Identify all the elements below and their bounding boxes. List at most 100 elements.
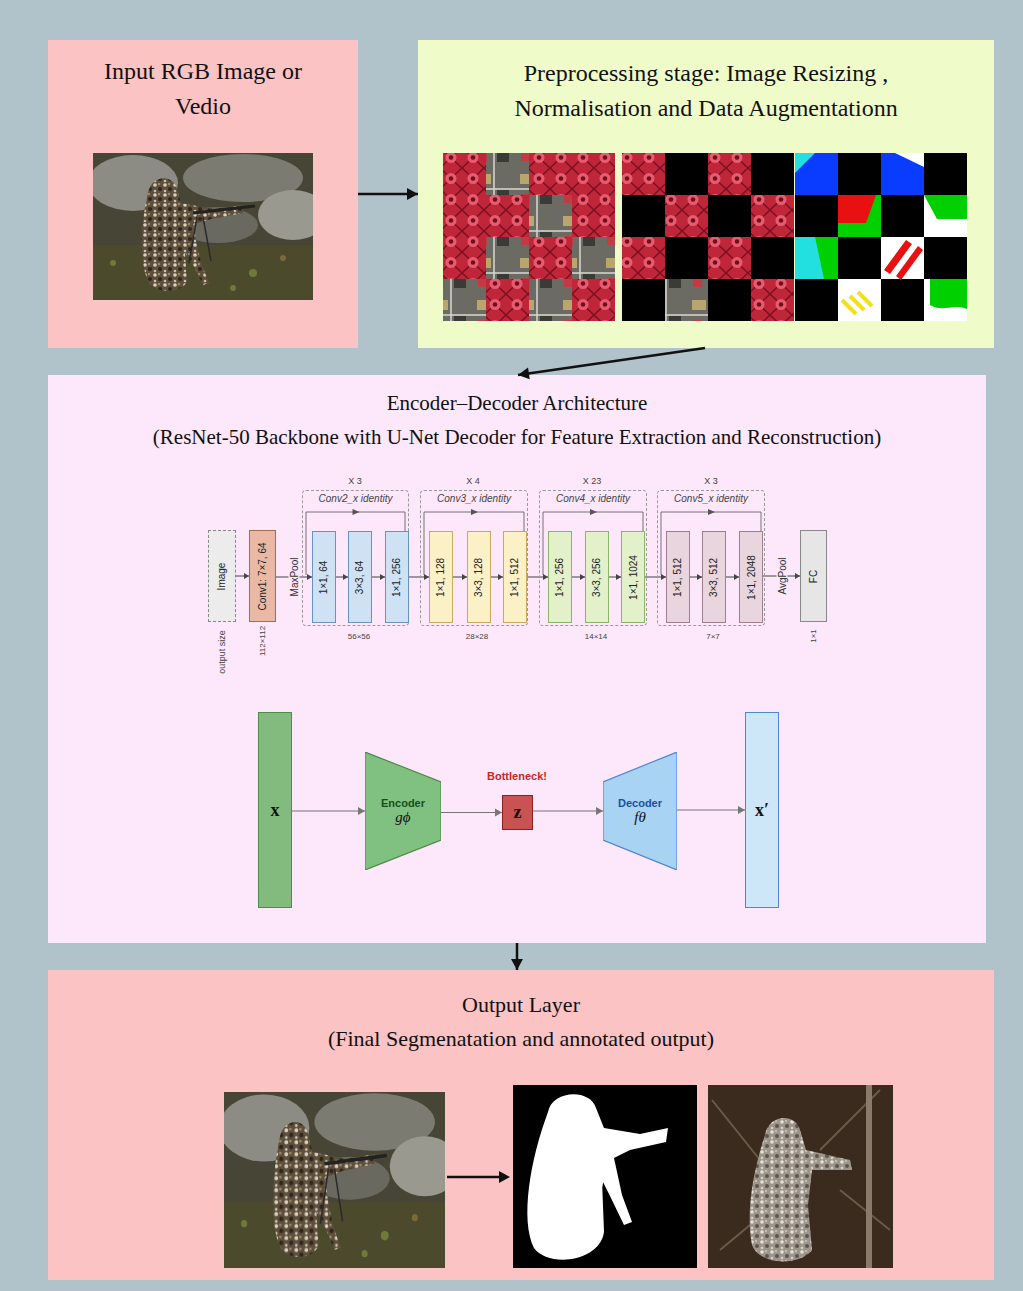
annotated-output-part bbox=[708, 1085, 893, 1268]
augmentation-grid-part bbox=[443, 279, 486, 321]
masked-grid-part bbox=[708, 279, 751, 321]
masked-grid-part bbox=[622, 237, 665, 279]
bottleneck-layer: 3×3, 128 bbox=[467, 531, 491, 623]
resnet-stage: Conv5_x identity1×1, 5123×3, 5121×1, 204… bbox=[657, 490, 765, 626]
panel-title: Output Layer bbox=[66, 988, 976, 1022]
input-panel: Input RGB Image or Vedio bbox=[48, 40, 358, 348]
masked-grid-part bbox=[665, 153, 708, 195]
annotated-output-part bbox=[866, 1085, 872, 1268]
layer-label: 1×1, 256 bbox=[392, 557, 403, 596]
output-vector: x′ bbox=[745, 712, 779, 908]
panel-title: (ResNet-50 Backbone with U-Net Decoder f… bbox=[62, 421, 972, 455]
bottleneck-layer: 1×1, 128 bbox=[429, 531, 453, 623]
annotated-output bbox=[708, 1085, 893, 1268]
augmentation-grid-part bbox=[572, 153, 615, 195]
panel-heading: Encoder–Decoder Architecture(ResNet-50 B… bbox=[48, 387, 986, 454]
connector-line bbox=[441, 812, 502, 813]
label-mask-grid-part bbox=[838, 279, 881, 321]
masked-grid-part bbox=[751, 237, 794, 279]
output-size: 7×7 bbox=[706, 632, 720, 641]
output-arrow bbox=[447, 1171, 510, 1183]
label-mask-grid-part bbox=[924, 195, 967, 237]
bottleneck-layer: 1×1, 256 bbox=[385, 531, 409, 623]
trapezoid-text: Decoderfθ bbox=[603, 752, 677, 870]
connector bbox=[236, 573, 249, 579]
masked-grid-part bbox=[665, 279, 708, 321]
augmentation-grid-part bbox=[529, 153, 572, 195]
layer-label: 1×1, 512 bbox=[673, 557, 684, 596]
panel-fills-part bbox=[48, 970, 994, 1280]
output-photo-part bbox=[219, 1092, 460, 1268]
resnet-stage: Conv4_x identity 1×1, 256 3×3, 256 1×1, 102… bbox=[539, 490, 647, 626]
arrowhead bbox=[738, 806, 745, 814]
panel-fills bbox=[48, 40, 994, 1280]
layer-label: 1×1, 64 bbox=[319, 560, 330, 594]
panel-title: Input RGB Image or Vedio bbox=[103, 54, 303, 124]
masked-grid-part bbox=[751, 195, 794, 237]
label-mask-grid-part bbox=[930, 279, 967, 309]
identity-arrowhead bbox=[708, 509, 715, 515]
label-mask-grid-part bbox=[924, 279, 967, 321]
repeat-count: X 3 bbox=[348, 476, 362, 486]
panel-heading: Preprocessing stage: Image Resizing , No… bbox=[418, 56, 994, 126]
layer-label: 1×1, 2048 bbox=[746, 555, 757, 600]
connector bbox=[453, 574, 467, 580]
trapezoid-text: Encodergϕ bbox=[365, 752, 441, 870]
panel-heading: Output Layer(Final Segmenatation and ann… bbox=[48, 988, 994, 1056]
arrowhead bbox=[407, 188, 418, 200]
stage-heading: Conv4_x identity bbox=[540, 493, 646, 504]
label-mask-grid-part bbox=[881, 153, 924, 195]
masked-grid-part bbox=[751, 153, 794, 195]
layer-label: 3×3, 128 bbox=[474, 557, 485, 596]
pooling-label: MaxPool bbox=[289, 556, 300, 599]
repeat-count: X 4 bbox=[466, 476, 480, 486]
vector-symbol: x bbox=[271, 800, 280, 821]
trapezoid-outline bbox=[365, 752, 441, 870]
output-size: 112×112 bbox=[258, 626, 267, 656]
label-mask-grid-part bbox=[795, 153, 815, 173]
connector bbox=[292, 807, 365, 815]
connector bbox=[409, 574, 429, 580]
layer-label: 1×1, 1024 bbox=[628, 555, 639, 600]
conv-layer: Conv1: 7×7, 64 bbox=[249, 530, 276, 622]
layer-label: FC bbox=[808, 569, 819, 582]
resnet-stage: Conv3_x identity1×1, 1283×3, 1281×1, 512 bbox=[420, 490, 528, 626]
panel-fills-part bbox=[48, 375, 986, 943]
identity-arrowhead bbox=[590, 509, 597, 515]
connector bbox=[372, 574, 385, 580]
masked-grid-part bbox=[622, 153, 665, 195]
output-panel: Output Layer(Final Segmenatation and ann… bbox=[48, 970, 994, 1280]
connector bbox=[572, 574, 585, 580]
repeat-count: X 23 bbox=[583, 476, 602, 486]
masked-grid-part bbox=[622, 279, 665, 321]
connector bbox=[533, 807, 603, 815]
label-mask-grid-part bbox=[924, 195, 967, 219]
bottleneck-layer: 1×1, 2048 bbox=[739, 531, 763, 623]
label-mask-grid-part bbox=[795, 153, 838, 195]
encoder-trapezoid: Encodergϕ bbox=[365, 752, 441, 870]
panel-fills-part bbox=[48, 40, 358, 348]
masked-grid-part bbox=[708, 195, 751, 237]
output-size-caption: output size bbox=[217, 630, 227, 674]
connector bbox=[511, 943, 523, 970]
augmentation-grid-part bbox=[443, 195, 486, 237]
connector bbox=[527, 574, 548, 580]
arrowhead bbox=[358, 807, 365, 815]
augmentation-grid-part bbox=[443, 153, 486, 195]
trapezoid-outline bbox=[603, 752, 677, 870]
connector bbox=[690, 574, 702, 580]
label-mask-grid-part bbox=[842, 292, 872, 314]
input-photo-part bbox=[88, 153, 328, 300]
identity-arrowhead bbox=[471, 509, 478, 515]
layer-label: 1×1, 256 bbox=[555, 557, 566, 596]
bottleneck-layer: 3×3, 512 bbox=[702, 531, 726, 623]
layer-label: 3×3, 256 bbox=[592, 557, 603, 596]
connector-line bbox=[677, 809, 745, 810]
connector bbox=[677, 806, 745, 814]
connector bbox=[336, 574, 348, 580]
stage-heading: Conv2_x identity bbox=[303, 493, 408, 504]
connector bbox=[609, 574, 621, 580]
architecture-panel: Encoder–Decoder Architecture(ResNet-50 B… bbox=[48, 375, 986, 943]
